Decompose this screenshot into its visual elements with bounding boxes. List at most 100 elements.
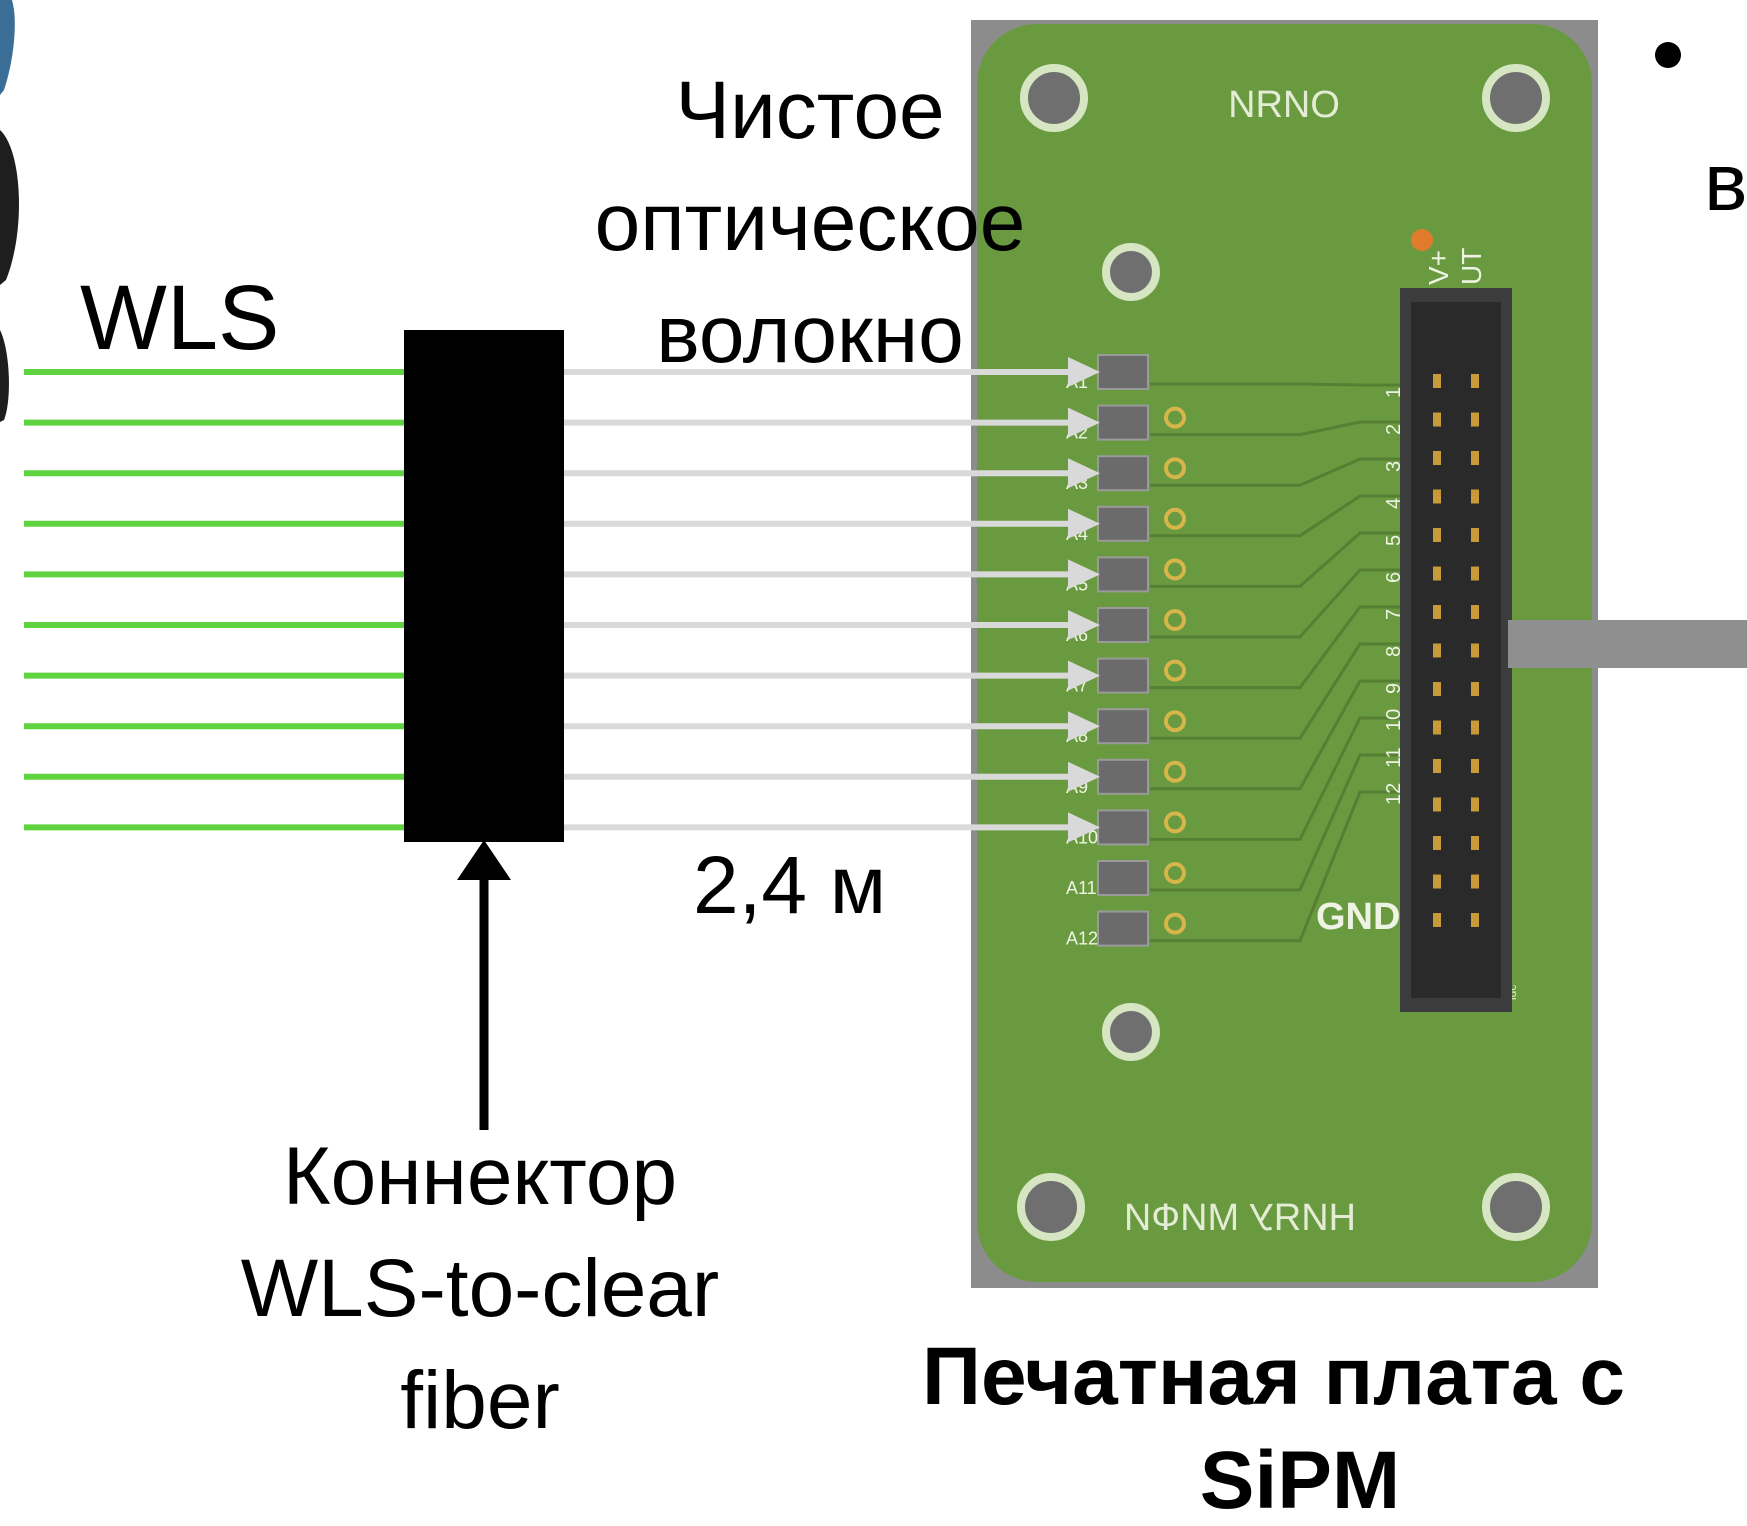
pcb-trace	[1150, 568, 1400, 639]
pin-number: 5	[1383, 535, 1405, 546]
sipm-pad: A12	[1066, 910, 1186, 949]
wls-fibers	[24, 369, 404, 831]
connector-label-line2: WLS-to-clear	[240, 1243, 720, 1334]
idc-pin	[1471, 528, 1479, 542]
via	[1164, 862, 1186, 884]
clear-fiber-arrow	[564, 559, 1100, 590]
pcb-trace	[1150, 716, 1400, 841]
via	[1164, 457, 1186, 480]
via	[1164, 659, 1186, 682]
clear-fiber-arrow	[564, 761, 1100, 792]
pin-number: 8	[1383, 646, 1405, 657]
pin-number: 12	[1383, 783, 1405, 805]
pcb-trace	[1150, 457, 1400, 487]
mounting-hole	[1102, 1003, 1160, 1061]
idc-pin	[1433, 797, 1441, 812]
pcb-trace	[1150, 642, 1400, 740]
pin-number: 1	[1383, 387, 1405, 398]
pcb-trace	[1150, 790, 1400, 943]
pin-number: 6	[1383, 572, 1405, 583]
idc-pin	[1433, 874, 1441, 889]
pcb-trace	[1150, 420, 1400, 437]
via	[1164, 507, 1186, 530]
clear-fiber-label-line2: оптическое	[594, 177, 1026, 268]
idc-pin	[1471, 682, 1479, 696]
mounting-hole	[1017, 1173, 1085, 1241]
idc-pin	[1433, 836, 1441, 850]
sipm-label: A12	[1066, 929, 1098, 949]
clear-fiber-arrow	[564, 812, 1100, 843]
pin-number: 10	[1383, 709, 1405, 731]
idc-connector-body	[1411, 302, 1501, 998]
mounting-hole	[1020, 64, 1088, 132]
pcb-trace	[1150, 494, 1400, 538]
idc-pin	[1433, 566, 1441, 581]
pcb-caption-line1: Печатная плата с	[922, 1331, 1626, 1422]
idc-pin	[1433, 605, 1441, 619]
via	[1164, 760, 1186, 783]
pcb-caption-line2: SiPM	[1199, 1435, 1401, 1526]
power-label-2: UT	[1456, 248, 1487, 285]
idc-pin	[1471, 412, 1479, 427]
clear-fiber-arrow	[564, 610, 1100, 640]
pcb-traces	[1150, 382, 1400, 943]
pcb-trace	[1150, 531, 1400, 588]
idc-pin	[1433, 759, 1441, 773]
via	[1164, 609, 1186, 631]
mounting-holes	[1017, 64, 1550, 1241]
pin-number: 3	[1383, 461, 1405, 472]
idc-pin	[1471, 836, 1479, 850]
pin-number: 4	[1383, 498, 1405, 509]
idc-pin	[1471, 874, 1479, 889]
idc-pin	[1433, 913, 1441, 927]
clear-fiber-arrow	[564, 407, 1100, 438]
mounting-hole	[1102, 243, 1160, 301]
idc-pin	[1471, 759, 1479, 773]
pcb-trace	[1150, 679, 1400, 791]
clear-fiber-arrow	[564, 458, 1100, 489]
idc-pin	[1471, 566, 1479, 581]
clear-fiber-label-line3: волокно	[656, 289, 964, 380]
idc-pin	[1471, 913, 1479, 927]
idc-pin	[1471, 489, 1479, 504]
sipm-pad: A3	[1066, 455, 1186, 493]
idc-pin	[1433, 412, 1441, 427]
clear-fibers	[564, 357, 1100, 843]
idc-pin	[1471, 451, 1479, 465]
mounting-hole	[1482, 64, 1550, 132]
idc-pins	[1433, 374, 1479, 927]
ribbon-cable	[1508, 620, 1747, 668]
idc-pin	[1471, 605, 1479, 619]
idc-pin	[1433, 374, 1441, 388]
fiber-length-label: 2,4 м	[693, 840, 887, 931]
power-pad	[1411, 229, 1433, 251]
sipm-label: A11	[1066, 878, 1097, 898]
edge-text-fragment: в	[1704, 137, 1747, 228]
idc-pin	[1471, 797, 1479, 812]
wls-to-clear-connector	[404, 330, 564, 842]
clear-fiber-arrow	[564, 711, 1100, 742]
idc-pin	[1433, 720, 1441, 735]
pcb-trace	[1150, 605, 1400, 690]
via	[1164, 811, 1186, 834]
via	[1164, 710, 1186, 733]
pin-number: 2	[1383, 424, 1405, 435]
idc-pin	[1433, 643, 1441, 658]
wls-label: WLS	[80, 267, 280, 369]
pcb-trace	[1150, 753, 1400, 892]
idc-pin	[1471, 374, 1479, 388]
pcb-bottom-text: НИЯУ МИФИ	[1124, 1197, 1356, 1239]
connector-label-line1: Коннектор	[282, 1131, 678, 1222]
pcb-trace	[1150, 382, 1400, 387]
connector-pointer-arrow	[457, 840, 511, 1130]
power-label-1: V+	[1423, 250, 1454, 285]
pin-number: 7	[1383, 609, 1405, 620]
idc-pin	[1433, 528, 1441, 542]
idc-pin	[1471, 643, 1479, 658]
clear-fiber-label-line1: Чистое	[675, 65, 945, 156]
connector-label-line3: fiber	[400, 1355, 560, 1446]
clear-fiber-arrow	[564, 357, 1100, 387]
clear-fiber-arrow	[564, 660, 1100, 691]
